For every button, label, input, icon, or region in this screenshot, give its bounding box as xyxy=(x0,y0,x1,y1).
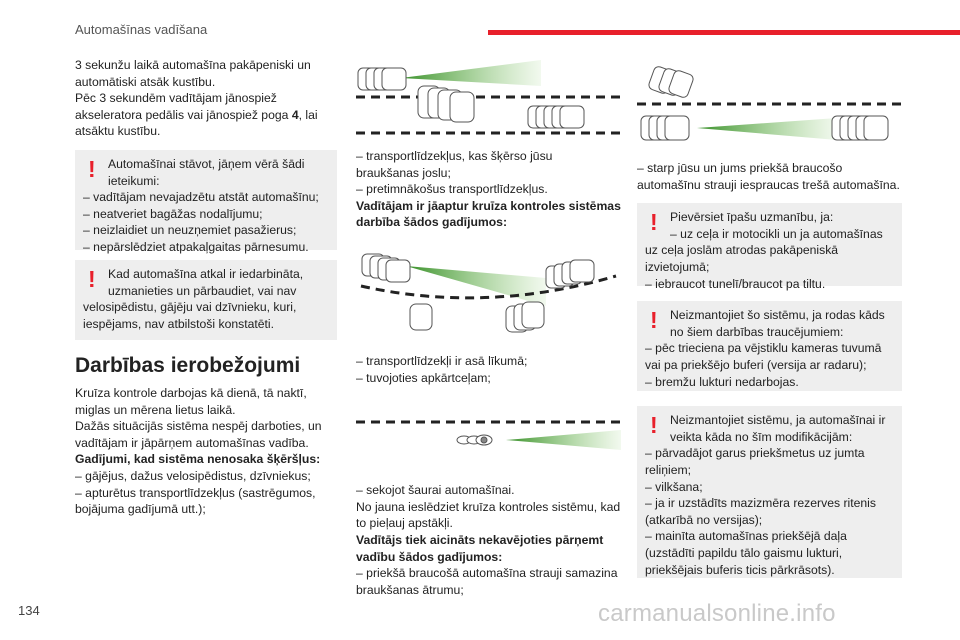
intro-line: automātiski atsāk kustību. xyxy=(75,74,216,89)
car-icon xyxy=(417,85,475,123)
warning-line: – vadītājam nevajadzētu atstāt automašīn… xyxy=(83,190,319,205)
intro-line: 3 sekunžu laikā automašīna pakāpeniski u… xyxy=(75,58,311,72)
header-accent-bar xyxy=(488,30,960,35)
warning-line: izvietojumā; xyxy=(645,259,710,274)
warning-line: Pievērsiet īpašu uzmanību, ja: xyxy=(670,210,834,225)
warning-line: no šiem darbības traucējumiem: xyxy=(670,324,844,339)
warning-line: veikta kāda no šīm modifikācijām: xyxy=(670,429,853,444)
warning-line: iespējams, nav atbilstoši konstatēti. xyxy=(83,316,275,331)
bold-line: Vadītājs tiek aicināts nekavējoties pārņ… xyxy=(356,532,604,547)
warning-line: (atkarībā no versijas); xyxy=(645,512,763,527)
bold-line: vadību šādos gadījumos: xyxy=(356,549,503,564)
warning-box-attention: ! Pievērsiet īpašu uzmanību, ja: – uz ce… xyxy=(637,203,902,291)
warning-line: (uzstādīti papildu tālo gaismu lukturi, xyxy=(645,545,843,560)
warning-line: ieteikumi: xyxy=(108,173,160,188)
body-line: miglas un mērena lietus laikā. xyxy=(75,402,236,417)
warning-line: – ja ir uzstādīts mazizmēra rezerves rit… xyxy=(645,496,876,511)
bold-line: Gadījumi, kad sistēma nenosaka šķēršļus: xyxy=(75,452,321,467)
intro-text: akseleratora pedālis vai jānospiež poga xyxy=(75,107,292,122)
warning-line: reliņiem; xyxy=(645,462,692,477)
body-line: Kruīza kontrole darbojas kā dienā, tā na… xyxy=(75,385,307,400)
body-line: vadītājam ir jāpārņem automašīnas vadība… xyxy=(75,435,309,450)
warning-line: – neizlaidiet un neuzņemiet pasažierus; xyxy=(83,223,297,238)
button-ref: 4 xyxy=(291,107,299,122)
warning-line: Neizmantojiet šo sistēmu, ja rodas kāds xyxy=(670,308,885,323)
motorcycle-icon xyxy=(456,434,493,446)
car-icon xyxy=(648,66,694,98)
list-item: braukšanas ātrumu; xyxy=(356,582,464,597)
page-number: 134 xyxy=(18,603,40,618)
warning-box-malfunction: ! Neizmantojiet šo sistēmu, ja rodas kād… xyxy=(637,301,902,392)
radar-beam xyxy=(697,118,837,140)
warning-line: – mainīta automašīnas priekšējā daļa xyxy=(645,529,847,544)
warning-line: – neatveriet bagāžas nodalījumu; xyxy=(83,206,263,221)
radar-beam xyxy=(401,60,541,86)
list-item: – pretimnākošus transportlīdzekļus. xyxy=(356,182,548,197)
warning-line: – pārvadājot garus priekšmetus uz jumta xyxy=(645,446,865,461)
warning-box-stationary: ! Automašīnai stāvot, jāņem vērā šādi ie… xyxy=(75,149,337,254)
warning-line: – bremžu lukturi nedarbojas. xyxy=(645,374,799,389)
bold-line: Vadītājam ir jāaptur kruīza kontroles si… xyxy=(356,198,621,213)
car-icon xyxy=(831,115,889,141)
warning-line: – uz ceļa ir motocikli un ja automašīnas xyxy=(670,226,883,241)
warning-line: uz ceļa joslām atrodas pakāpeniskā xyxy=(645,243,839,258)
intro-line: akseleratora pedālis vai jānospiež poga … xyxy=(75,107,337,124)
warning-line: – iebraucot tunelī/braucot pa tiltu. xyxy=(645,276,826,291)
cut-in-illustration xyxy=(637,66,902,141)
warning-box-restart: ! Kad automašīna atkal ir iedarbināta, u… xyxy=(75,259,337,340)
car-icon xyxy=(527,105,585,129)
warning-line: Kad automašīna atkal ir iedarbināta, xyxy=(108,266,304,281)
warning-icon: ! xyxy=(88,265,96,292)
warning-line: Neizmantojiet sistēmu, ja automašīnai ir xyxy=(670,413,886,428)
intro-text: , lai xyxy=(298,107,318,122)
column-left: 3 sekunžu laikā automašīna pakāpeniski u… xyxy=(75,57,337,518)
car-icon xyxy=(640,115,690,141)
body-line: No jauna ieslēdziet kruīza kontroles sis… xyxy=(356,499,621,514)
list-item: braukšanas joslu; xyxy=(356,165,451,180)
warning-box-modifications: ! Neizmantojiet sistēmu, ja automašīnai … xyxy=(637,406,902,579)
list-item: – starp jūsu un jums priekšā braucošo xyxy=(637,161,843,175)
section-heading: Darbības ierobežojumi xyxy=(75,353,301,377)
warning-line: vai pa priekšējo buferi (versija ar rada… xyxy=(645,357,867,372)
warning-icon: ! xyxy=(650,209,658,236)
crossing-vehicle-illustration xyxy=(356,60,621,135)
column-right: – starp jūsu un jums priekšā braucošo au… xyxy=(637,160,902,579)
warning-line: uzmanieties un pārbaudiet, vai nav xyxy=(108,283,297,298)
warning-icon: ! xyxy=(650,307,658,334)
watermark: carmanualsonline.info xyxy=(598,600,836,627)
intro-line: atsāktu kustību. xyxy=(75,124,161,139)
list-item: bojājuma gadījumā utt.); xyxy=(75,502,206,517)
car-icon xyxy=(357,67,407,91)
list-item: – sekojot šaurai automašīnai. xyxy=(356,483,515,498)
warning-line: priekšējais buferis ticis pārkrāsots). xyxy=(645,562,835,577)
lane-marking xyxy=(360,274,617,300)
intro-line: Pēc 3 sekundēm vadītājam jānospiež xyxy=(75,91,277,106)
section-title: Automašīnas vadīšana xyxy=(75,22,208,37)
warning-line: – vilkšana; xyxy=(645,479,703,494)
car-icon xyxy=(361,253,411,283)
bold-line: darbība šādos gadījumos: xyxy=(356,215,508,230)
warning-icon: ! xyxy=(88,155,96,182)
warning-line: Automašīnai stāvot, jāņem vērā šādi xyxy=(108,156,305,171)
motorcycle-illustration xyxy=(356,420,621,450)
warning-line: – nepārslēdziet atpakaļgaitas pārnesumu. xyxy=(83,239,309,254)
list-item: automašīnu strauji iespraucas trešā auto… xyxy=(637,177,900,192)
list-item: – tuvojoties apkārtceļam; xyxy=(356,370,491,385)
body-line: to pieļauj apstākļi. xyxy=(356,516,453,531)
list-item: – apturētus transportlīdzekļus (sastrēgu… xyxy=(75,485,316,500)
column-middle: – transportlīdzekļus, kas šķērso jūsu br… xyxy=(356,148,621,598)
warning-line: – pēc trieciena pa vējstiklu kameras tuv… xyxy=(645,341,882,356)
list-item: – gājējus, dažus velosipēdistus, dzīvnie… xyxy=(75,468,311,483)
car-icon xyxy=(545,259,595,289)
body-line: Dažās situācijās sistēma nespēj darbotie… xyxy=(75,419,322,434)
warning-icon: ! xyxy=(650,412,658,439)
curve-illustration xyxy=(360,253,617,333)
list-item: – transportlīdzekļus, kas šķērso jūsu xyxy=(356,149,553,163)
warning-line: velosipēdistu, gājēju vai dzīvnieku, kur… xyxy=(83,300,297,315)
list-item: – priekšā braucošā automašīna strauji sa… xyxy=(356,566,618,581)
car-icon xyxy=(409,301,545,333)
list-item: – transportlīdzekļi ir asā līkumā; xyxy=(356,353,528,368)
radar-beam xyxy=(506,430,621,450)
